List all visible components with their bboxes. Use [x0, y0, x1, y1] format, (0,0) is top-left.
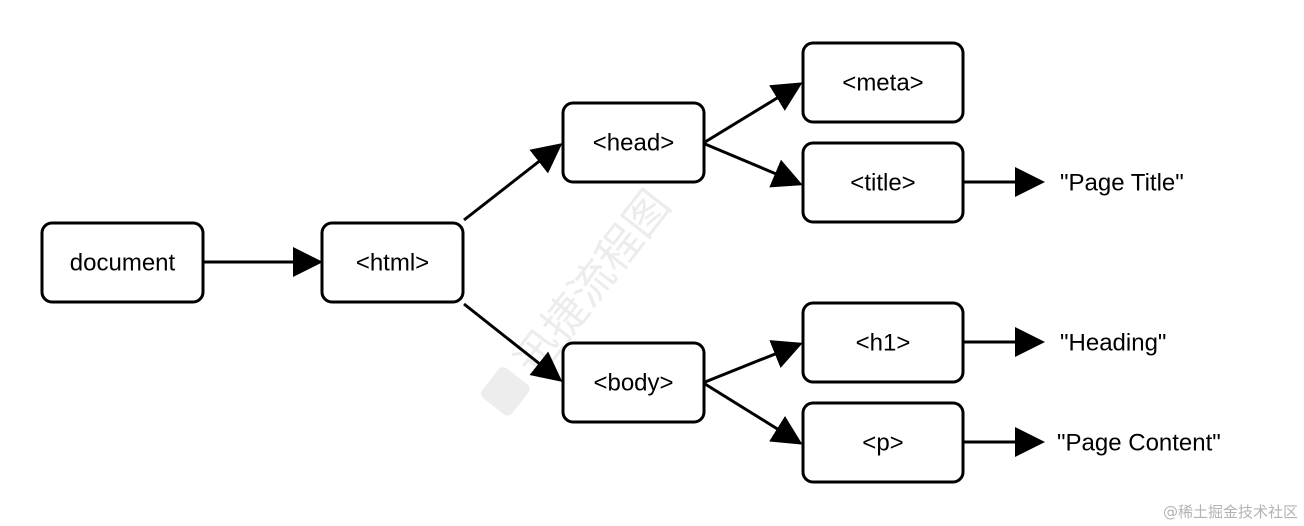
node-head-label: <head> — [593, 130, 674, 157]
node-p-label: <p> — [862, 430, 903, 457]
edge-body-h1 — [704, 340, 803, 384]
edge-html-head — [463, 143, 563, 222]
node-body-label: <body> — [593, 370, 673, 397]
node-html: <html> — [320, 221, 465, 304]
text-node-heading: "Heading" — [1060, 330, 1166, 357]
node-title-label: <title> — [850, 170, 915, 197]
node-h1-label: <h1> — [856, 330, 911, 357]
text-node-page-content: "Page Content" — [1057, 430, 1221, 457]
edge-body-p — [704, 382, 803, 445]
node-meta-label: <meta> — [842, 70, 923, 97]
credit-watermark: @稀土掘金技术社区 — [1162, 503, 1298, 521]
node-document: document — [40, 221, 205, 304]
node-h1: <h1> — [801, 301, 965, 384]
edge-head-meta — [704, 82, 803, 144]
edges — [204, 82, 1045, 457]
node-meta: <meta> — [801, 41, 965, 124]
node-html-label: <html> — [356, 250, 429, 277]
node-body: <body> — [561, 341, 706, 424]
node-p: <p> — [801, 401, 965, 484]
node-title: <title> — [801, 141, 965, 224]
node-document-label: document — [70, 250, 176, 277]
text-node-page-title: "Page Title" — [1060, 170, 1184, 197]
node-head: <head> — [561, 101, 706, 184]
edge-html-body — [463, 302, 563, 382]
edge-head-title — [704, 142, 803, 188]
watermark-logo-icon — [481, 367, 530, 416]
